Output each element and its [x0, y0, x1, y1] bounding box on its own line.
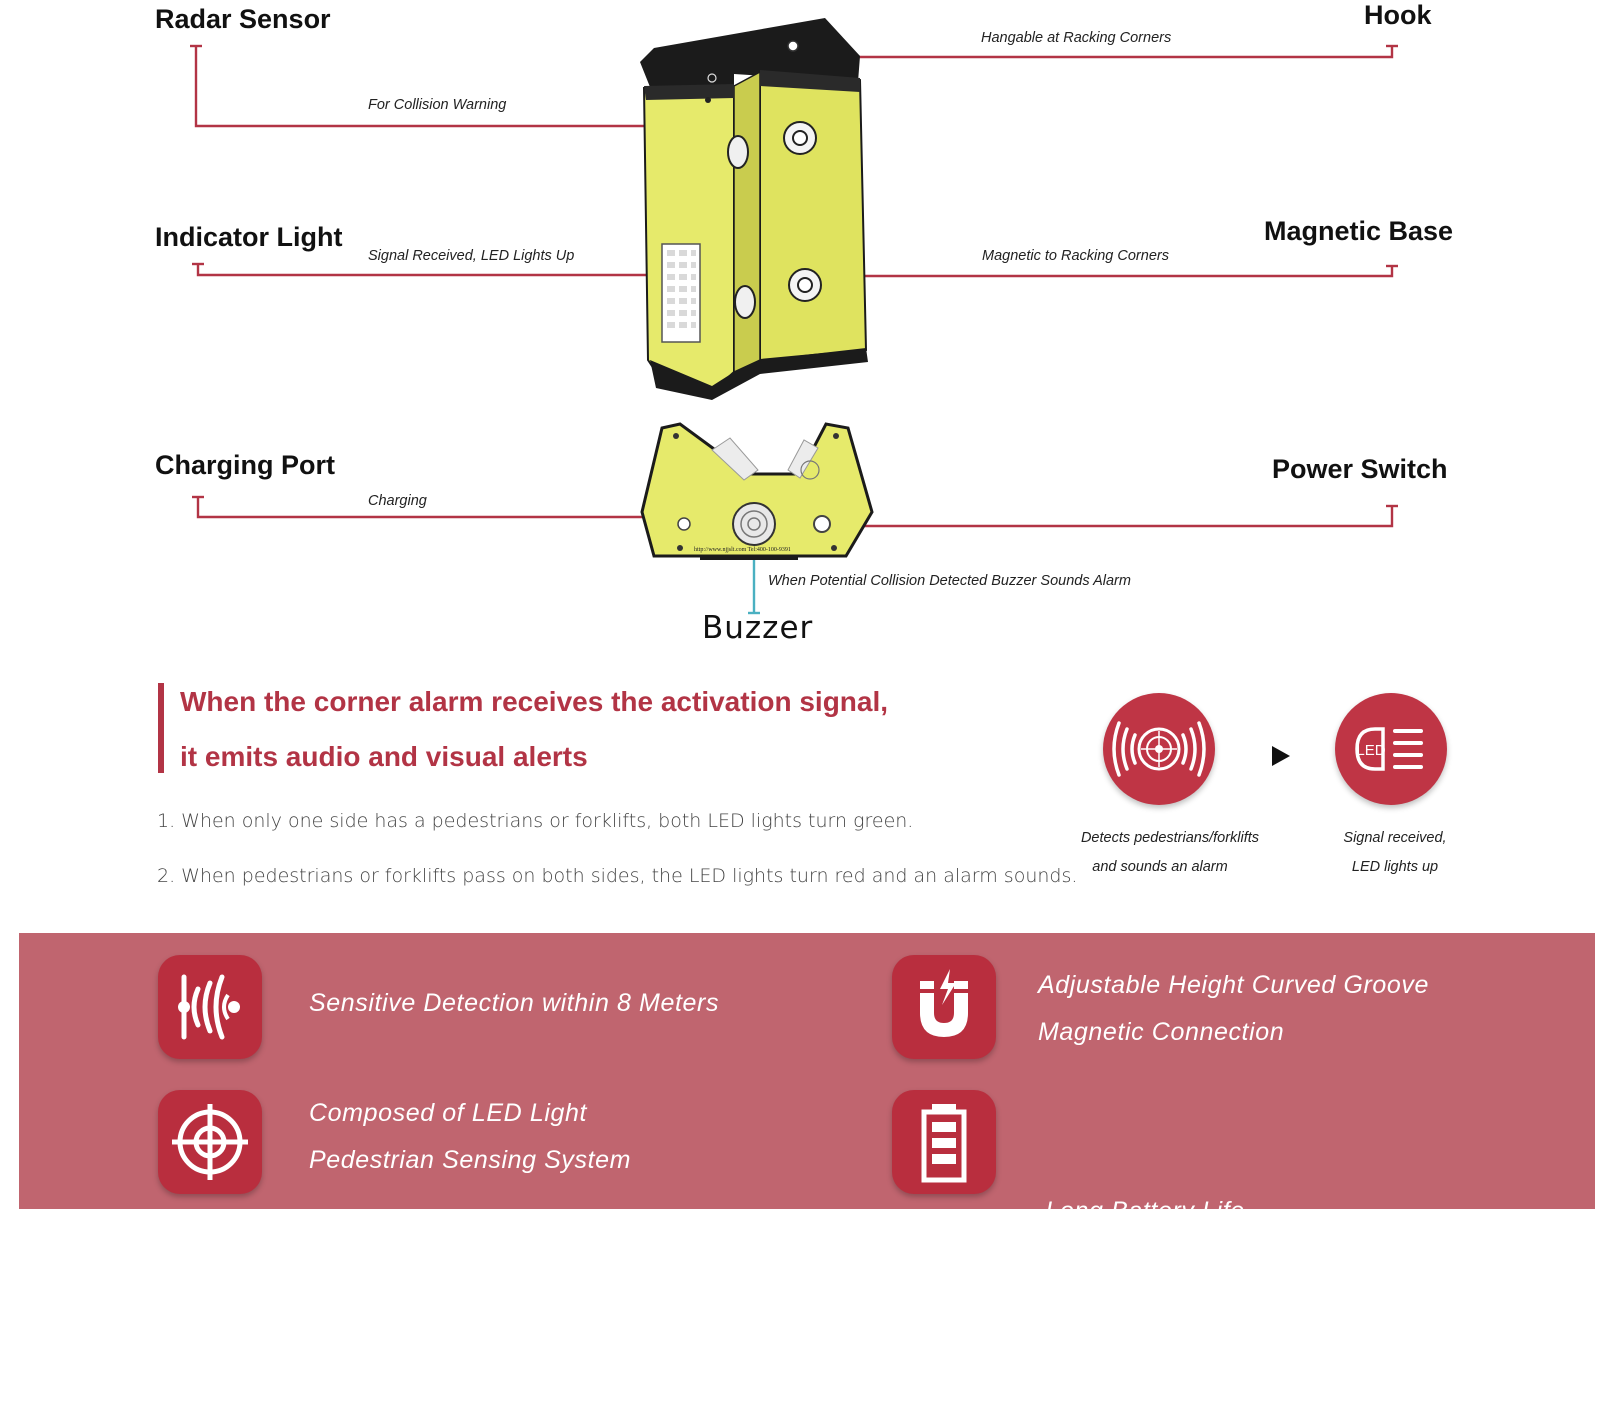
product-diagram: http://www.njjslt.com Tel:400-100-9391	[190, 18, 1398, 615]
battery-icon	[892, 1090, 996, 1194]
power-switch-title: Power Switch	[1272, 454, 1448, 484]
feature-2-text: Adjustable Height Curved Groove Magnetic…	[1038, 962, 1429, 1056]
section-headline-line2: it emits audio and visual alerts	[180, 741, 588, 772]
leader-lines	[190, 44, 1398, 528]
note-1: 1. When only one side has a pedestrians …	[157, 810, 914, 832]
flow-step1-caption: Detects pedestrians/forklifts and sounds…	[1050, 824, 1290, 882]
flow-step2-line1: Signal received,	[1343, 830, 1447, 846]
note-2: 2. When pedestrians or forklifts pass on…	[157, 865, 1078, 887]
feature-3-line1: Composed of LED Light	[309, 1099, 588, 1127]
hook-title: Hook	[1364, 0, 1432, 30]
feature-1-line1: Sensitive Detection within 8 Meters	[309, 989, 720, 1017]
buzzer-title: Buzzer	[702, 610, 814, 646]
device-bottom-view: http://www.njjslt.com Tel:400-100-9391	[640, 422, 874, 560]
power-switch-leader	[830, 506, 1394, 528]
flow-step2-line2: LED lights up	[1351, 859, 1439, 875]
charging-port-desc: Charging	[368, 493, 427, 509]
indicator-light-leader	[196, 264, 670, 277]
flow-arrow-icon	[1272, 746, 1290, 766]
radar-signal-icon	[158, 955, 262, 1059]
radar-sensor-title: Radar Sensor	[155, 4, 331, 34]
radar-sensor-desc: For Collision Warning	[368, 97, 507, 113]
feature-4-text: Long Battery Life Built-in Large Battery	[1038, 1094, 1285, 1423]
magnetic-base-desc: Magnetic to Racking Corners	[982, 248, 1169, 264]
feature-2-line1: Adjustable Height Curved Groove	[1038, 971, 1430, 999]
hook-leader	[800, 46, 1394, 59]
flow-step1-line2: and sounds an alarm	[1092, 859, 1228, 875]
hook-desc: Hangable at Racking Corners	[981, 30, 1172, 46]
led-badge-text: LED	[1356, 742, 1385, 759]
magnet-icon	[892, 955, 996, 1059]
section-accent-bar	[158, 683, 164, 773]
charging-port-title: Charging Port	[155, 450, 335, 480]
flow-step2-caption: Signal received, LED lights up	[1330, 824, 1460, 882]
magnetic-base-leader	[800, 266, 1394, 278]
buzzer-desc: When Potential Collision Detected Buzzer…	[768, 573, 1131, 589]
radar-sensor-leader	[194, 46, 665, 128]
feature-3-text: Composed of LED Light Pedestrian Sensing…	[309, 1090, 631, 1184]
section-headline-line1: When the corner alarm receives the activ…	[180, 686, 889, 717]
indicator-light-desc: Signal Received, LED Lights Up	[368, 248, 575, 264]
target-icon	[158, 1090, 262, 1194]
features-banner	[19, 933, 1595, 1209]
feature-4-line2: Built-in Large Battery	[1038, 1338, 1285, 1366]
indicator-light-title: Indicator Light	[155, 222, 343, 252]
feature-4-line1: Long Battery Life	[1038, 1197, 1245, 1225]
feature-2-line2: Magnetic Connection	[1038, 1018, 1285, 1046]
feature-3-line2: Pedestrian Sensing System	[309, 1146, 632, 1174]
magnetic-base-title: Magnetic Base	[1264, 216, 1454, 246]
charging-port-leader	[196, 497, 680, 519]
alarm-sound-icon	[1103, 693, 1215, 805]
feature-1-text: Sensitive Detection within 8 Meters	[309, 980, 719, 1027]
flow-step1-line1: Detects pedestrians/forklifts	[1080, 830, 1260, 846]
device-main-body	[640, 18, 868, 400]
led-light-icon: LED	[1335, 693, 1447, 805]
device-url-text: http://www.njjslt.com Tel:400-100-9391	[694, 547, 791, 553]
